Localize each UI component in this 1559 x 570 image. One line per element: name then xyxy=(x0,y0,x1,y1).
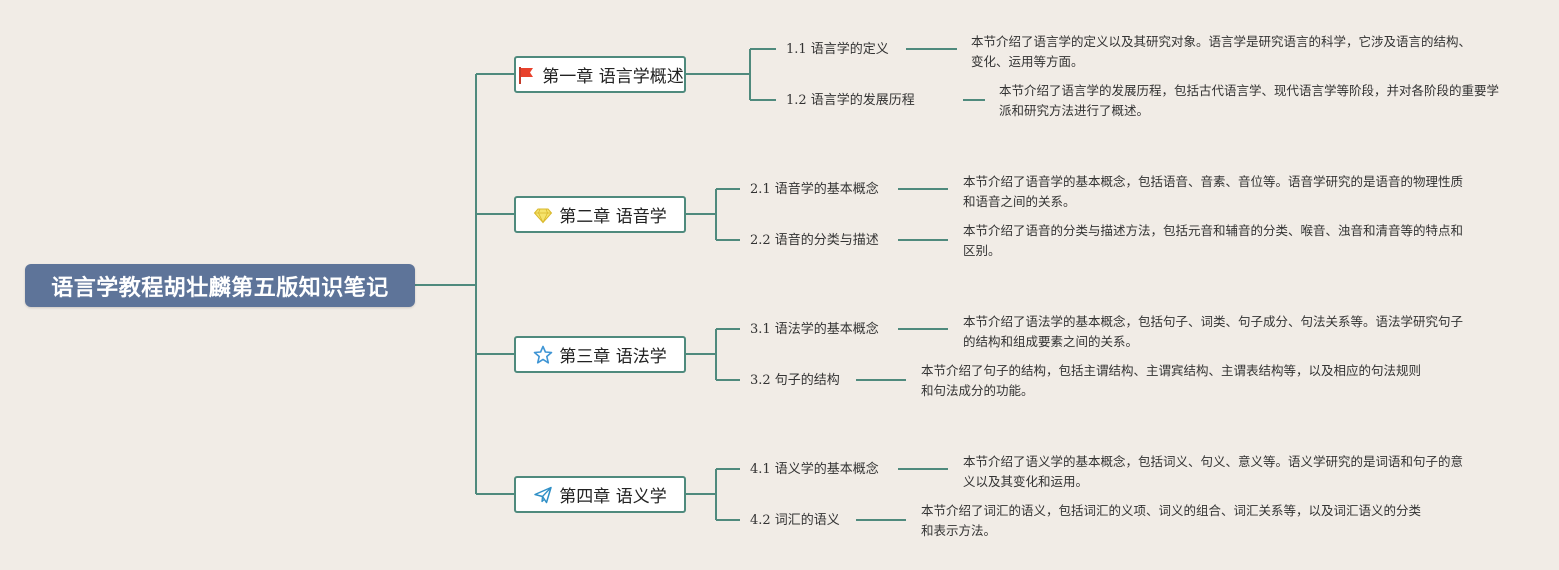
chapter-1-node[interactable]: 第一章 语言学概述 xyxy=(514,56,686,93)
chapter-4-branches xyxy=(686,468,740,521)
root-topic[interactable]: 语言学教程胡壮麟第五版知识笔记 xyxy=(25,264,415,307)
chapter-3-node[interactable]: 第三章 语法学 xyxy=(514,336,686,373)
chapter-3-label: 第三章 语法学 xyxy=(559,347,667,367)
section-2-1-desc: 本节介绍了语音学的基本概念，包括语音、音素、音位等。语音学研究的是语音的物理性质… xyxy=(963,174,1464,209)
section-2-2[interactable]: 2.2 语音的分类与描述 xyxy=(750,233,879,248)
section-1-2-desc: 本节介绍了语言学的发展历程，包括古代语言学、现代语言学等阶段，并对各阶段的重要学… xyxy=(999,83,1500,118)
section-3-2-desc: 本节介绍了句子的结构，包括主谓结构、主谓宾结构、主谓表结构等，以及相应的句法规则… xyxy=(921,363,1422,398)
chapter-1-desc-links xyxy=(906,48,985,101)
chapter-4-desc-links xyxy=(856,468,948,521)
section-1-2[interactable]: 1.2 语言学的发展历程 xyxy=(786,93,915,108)
section-2-1[interactable]: 2.1 语音学的基本概念 xyxy=(750,182,879,197)
chapter-4-node[interactable]: 第四章 语义学 xyxy=(514,476,686,513)
root-title: 语言学教程胡壮麟第五版知识笔记 xyxy=(51,275,389,301)
chapter-4-label: 第四章 语义学 xyxy=(559,487,667,507)
paper-plane-icon xyxy=(534,486,553,503)
chapter-1-label: 第一章 语言学概述 xyxy=(542,67,684,87)
chapter-2-branches xyxy=(686,188,740,241)
chapter-3-desc-links xyxy=(856,328,948,381)
section-1-1[interactable]: 1.1 语言学的定义 xyxy=(786,42,889,57)
section-3-1[interactable]: 3.1 语法学的基本概念 xyxy=(750,322,879,337)
section-4-2-desc: 本节介绍了词汇的语义，包括词汇的义项、词义的组合、词汇关系等，以及词汇语义的分类… xyxy=(921,503,1422,538)
red-flag-icon xyxy=(519,66,534,84)
chapter-2-desc-links xyxy=(898,188,948,241)
chapter-2-node[interactable]: 第二章 语音学 xyxy=(514,196,686,233)
section-4-1[interactable]: 4.1 语义学的基本概念 xyxy=(750,462,879,477)
section-3-2[interactable]: 3.2 句子的结构 xyxy=(750,373,840,388)
section-4-2[interactable]: 4.2 词汇的语义 xyxy=(750,513,840,528)
chapter-3-branches xyxy=(686,328,740,381)
diamond-icon xyxy=(534,208,553,223)
section-1-1-desc: 本节介绍了语言学的定义以及其研究对象。语言学是研究语言的科学，它涉及语言的结构、… xyxy=(971,34,1472,69)
section-2-2-desc: 本节介绍了语音的分类与描述方法，包括元音和辅音的分类、喉音、浊音和清音等的特点和… xyxy=(963,223,1464,258)
star-icon xyxy=(533,345,553,364)
section-4-1-desc: 本节介绍了语义学的基本概念，包括词义、句义、意义等。语义学研究的是词语和句子的意… xyxy=(963,454,1464,489)
chapter-2-label: 第二章 语音学 xyxy=(559,207,667,227)
section-3-1-desc: 本节介绍了语法学的基本概念，包括句子、词类、句子成分、句法关系等。语法学研究句子… xyxy=(963,314,1464,349)
chapter-1-branches xyxy=(686,48,776,101)
